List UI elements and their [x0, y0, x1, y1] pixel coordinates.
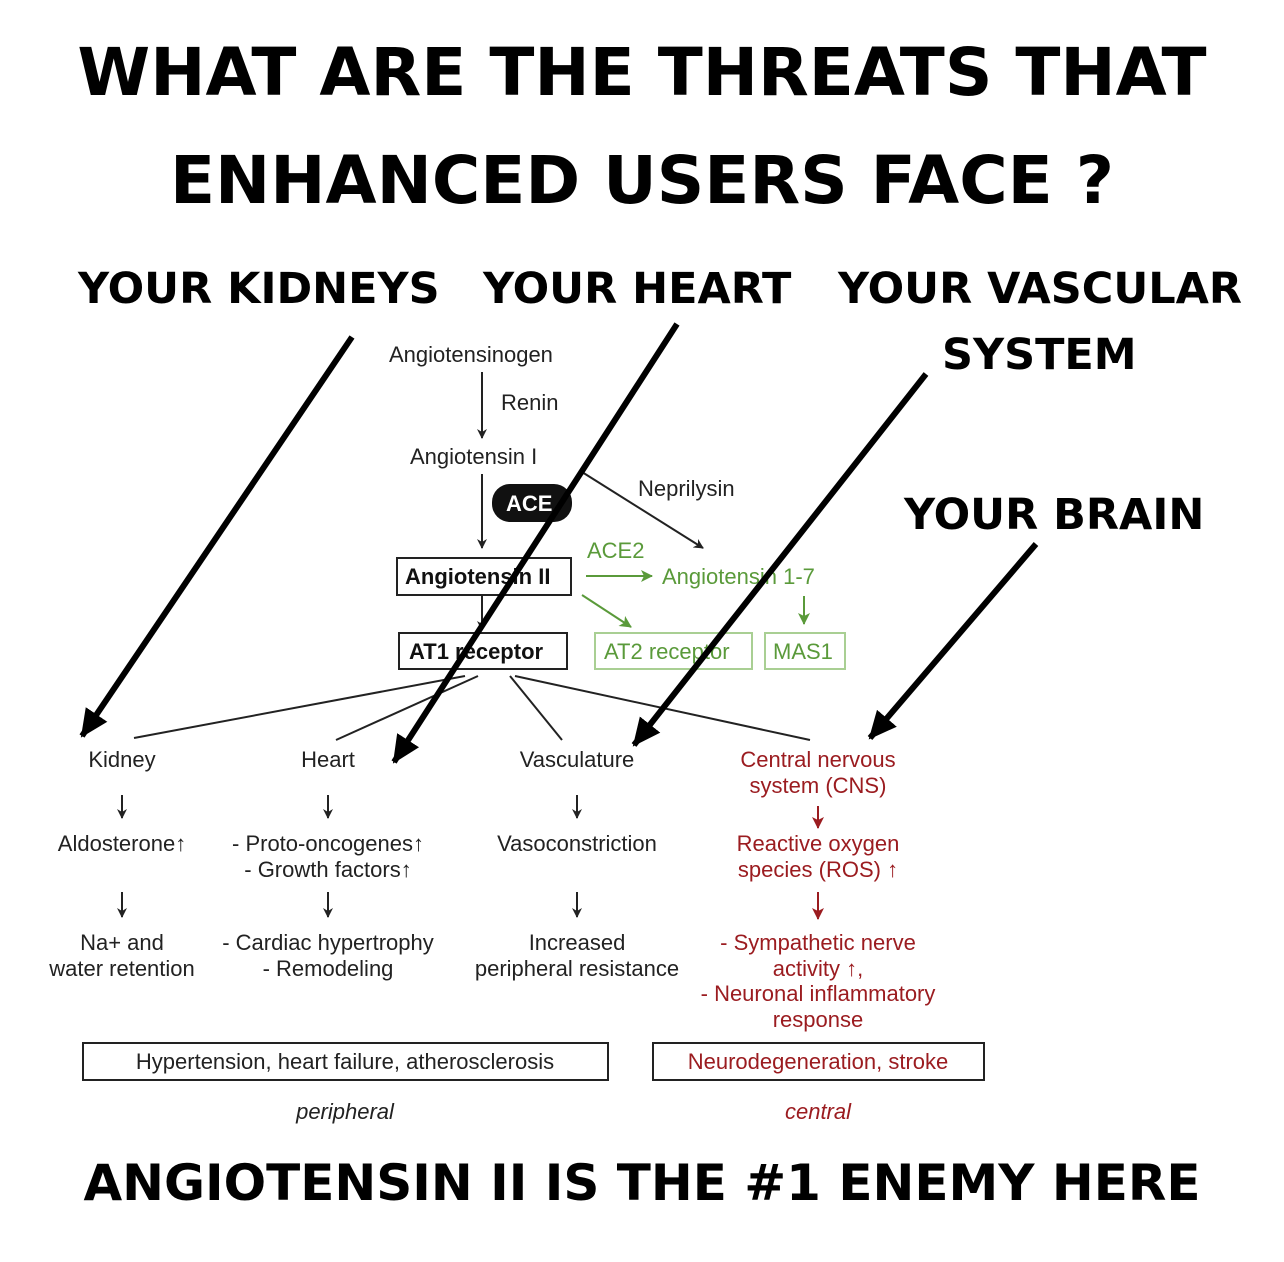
callout-brain: YOUR BRAIN: [904, 490, 1205, 540]
sympathetic-line-1: - Sympathetic nerve: [720, 930, 916, 955]
angiotensin-ii-label: Angiotensin II: [405, 564, 550, 589]
renin-label: Renin: [501, 390, 558, 415]
central-label: central: [785, 1099, 852, 1124]
ace-label: ACE: [506, 491, 552, 516]
callout-vascular-line-2: SYSTEM: [942, 330, 1137, 380]
central-outcome-label: Neurodegeneration, stroke: [688, 1049, 949, 1074]
neuronal-line-1: - Neuronal inflammatory: [701, 981, 936, 1006]
peripheral-label: peripheral: [295, 1099, 395, 1124]
angiotensinogen-label: Angiotensinogen: [389, 342, 553, 367]
proto-oncogenes-label: - Proto-oncogenes↑: [232, 831, 424, 856]
mas1-box: [764, 632, 846, 670]
neprilysin-label: Neprilysin: [638, 476, 735, 501]
central-outcome-box: [652, 1042, 985, 1081]
vascular-callout-arrow: [631, 372, 929, 747]
angiotensin-ii-box: [396, 557, 572, 596]
footer-text: ANGIOTENSIN II IS THE #1 ENEMY HERE: [83, 1154, 1201, 1212]
at1-receptor-box: [398, 632, 568, 670]
title-line-2: ENHANCED USERS FACE ?: [169, 142, 1115, 219]
cns-label-line-2: system (CNS): [750, 773, 887, 798]
na-water-line-2: water retention: [48, 956, 195, 981]
growth-factors-label: - Growth factors↑: [244, 857, 411, 882]
at2-receptor-box: [594, 632, 753, 670]
angiotensin-i-label: Angiotensin I: [410, 444, 537, 469]
cardiac-hypertrophy-label: - Cardiac hypertrophy: [222, 930, 434, 955]
brain-callout-arrow: [867, 542, 1039, 740]
vasoconstriction-label: Vasoconstriction: [497, 831, 657, 856]
heart-label: Heart: [301, 747, 355, 772]
aldosterone-label: Aldosterone↑: [58, 831, 186, 856]
callout-kidneys: YOUR KIDNEYS: [78, 264, 440, 314]
ros-line-1: Reactive oxygen: [737, 831, 900, 856]
kidney-label: Kidney: [88, 747, 155, 772]
callout-vascular-line-1: YOUR VASCULAR: [838, 264, 1243, 314]
increased-label: Increased: [529, 930, 626, 955]
angiotensin-1-7-label: Angiotensin 1-7: [662, 564, 815, 589]
branch-vasculature: [509, 675, 563, 741]
kidneys-callout-arrow: [79, 335, 355, 738]
heart-callout-arrow: [391, 322, 680, 764]
ace2-label: ACE2: [587, 538, 644, 563]
ace2-at2-arrow: [581, 594, 632, 628]
vasculature-label: Vasculature: [520, 747, 635, 772]
neuronal-line-2: response: [773, 1007, 864, 1032]
na-water-line-1: Na+ and: [80, 930, 164, 955]
peripheral-resistance-label: peripheral resistance: [475, 956, 679, 981]
cns-label-line-1: Central nervous: [740, 747, 895, 772]
sympathetic-line-2: activity ↑,: [773, 956, 863, 981]
mas1-label: MAS1: [773, 639, 833, 664]
remodeling-label: - Remodeling: [263, 956, 394, 981]
neprilysin-arrow: [581, 471, 704, 549]
callout-heart: YOUR HEART: [483, 264, 792, 314]
branch-heart: [335, 675, 479, 741]
peripheral-outcome-box: [82, 1042, 609, 1081]
at1-receptor-label: AT1 receptor: [409, 639, 544, 664]
peripheral-outcome-label: Hypertension, heart failure, atheroscler…: [136, 1049, 554, 1074]
branch-kidney: [133, 675, 466, 739]
ros-line-2: species (ROS) ↑: [738, 857, 898, 882]
title-line-1: WHAT ARE THE THREATS THAT: [77, 34, 1207, 111]
